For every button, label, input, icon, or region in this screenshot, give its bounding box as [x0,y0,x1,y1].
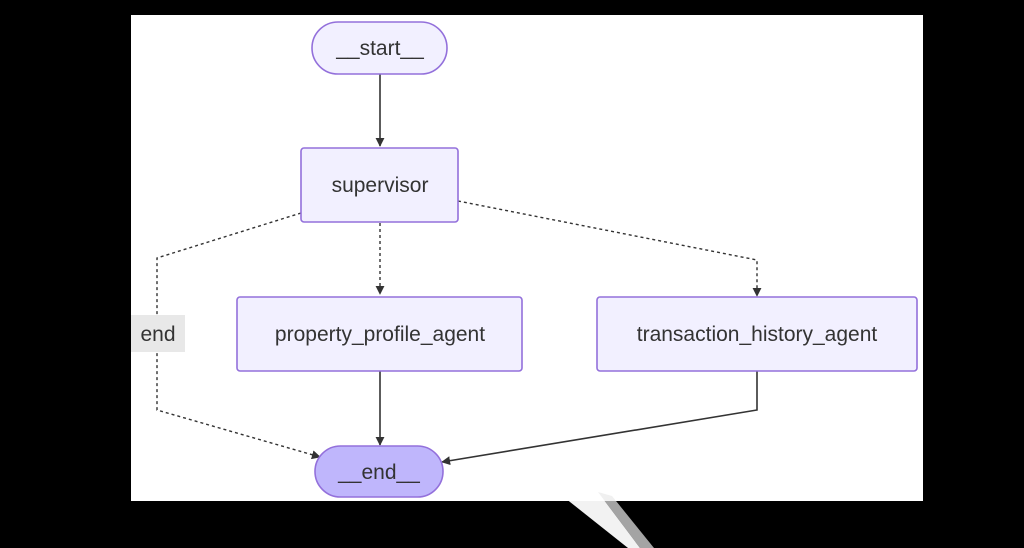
node-supervisor[interactable]: supervisor [300,147,459,223]
edge-label-end: end [131,315,185,352]
node-end-label: __end__ [337,461,420,484]
node-property-profile-agent-label: property_profile_agent [275,323,485,346]
edges [156,74,762,466]
node-transaction-history-agent-label: transaction_history_agent [637,323,878,346]
node-property-profile-agent[interactable]: property_profile_agent [236,296,523,372]
edge-supervisor-to-transaction-history-agent [457,200,762,297]
node-start-label: __start__ [335,37,424,60]
decorative-white-shape-shadow [598,492,654,548]
decorative-white-shape [565,492,640,548]
node-start[interactable]: __start__ [311,21,448,75]
edge-label-background [131,315,185,352]
node-supervisor-shape [300,147,459,223]
node-transaction-history-agent[interactable]: transaction_history_agent [596,296,918,372]
edge-transaction-history-agent-to-end [441,371,758,466]
edge-label-text: end [140,323,175,346]
diagram-canvas [131,15,923,501]
node-end-shape [314,445,444,498]
node-end[interactable]: __end__ [314,445,444,498]
node-transaction-history-agent-shape [596,296,918,372]
node-start-shape [311,21,448,75]
node-property-profile-agent-shape [236,296,523,372]
node-supervisor-label: supervisor [332,174,429,197]
